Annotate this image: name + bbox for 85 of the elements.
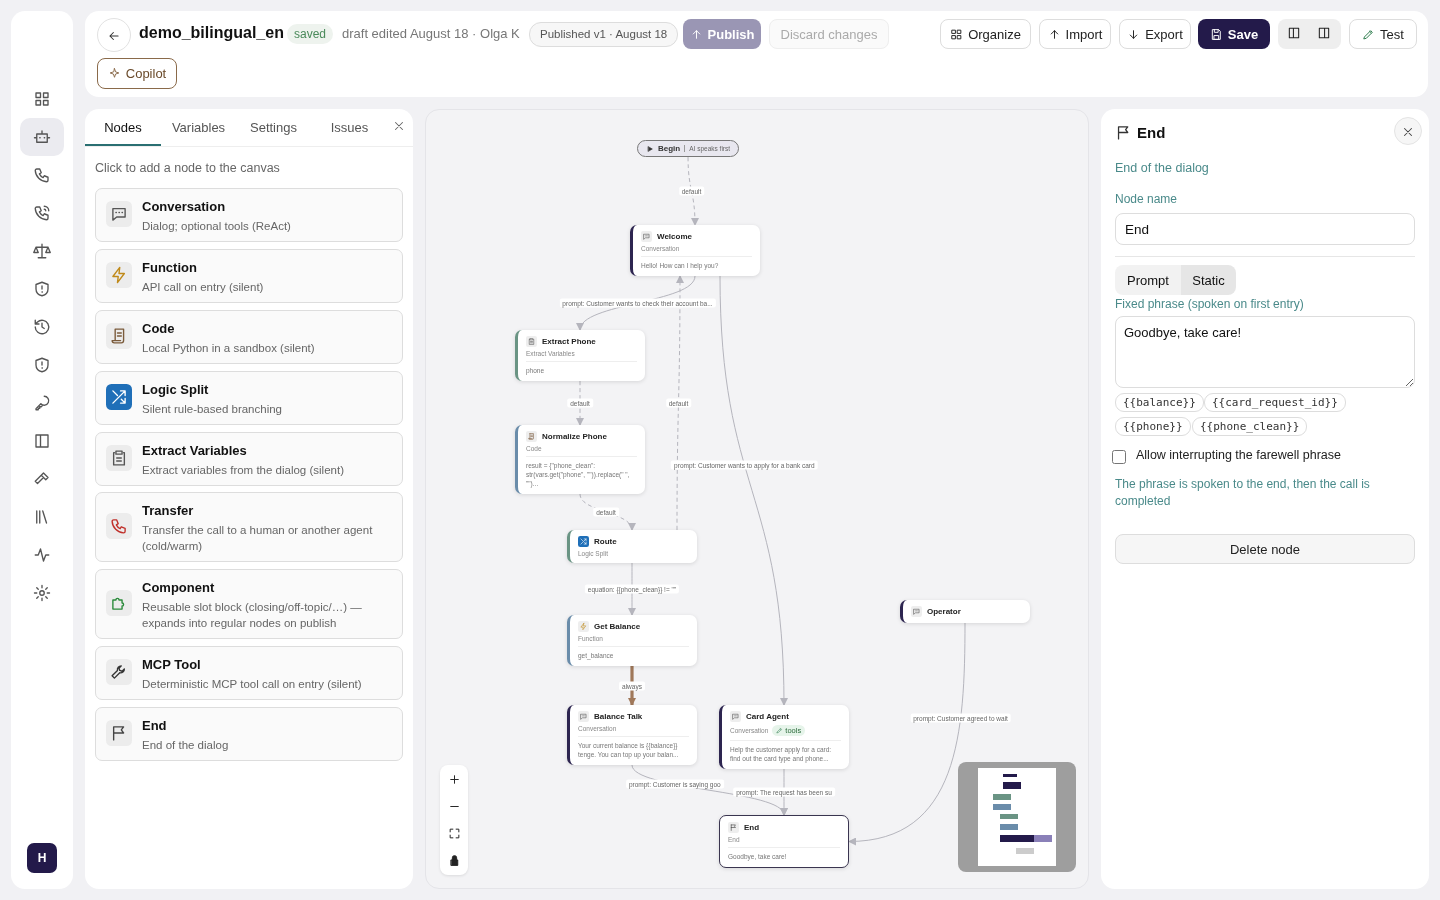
palette-card: [95, 310, 403, 364]
node-title: Route: [594, 537, 617, 546]
variable-chip: {{balance}}: [1115, 393, 1204, 412]
variable-chip: {{phone}}: [1115, 417, 1191, 436]
card-title: Conversation: [142, 199, 226, 214]
node-title: Normalize Phone: [542, 432, 607, 441]
static-tab: Static: [1181, 265, 1236, 295]
import-button: Import: [1039, 19, 1111, 49]
palette-card: [95, 492, 403, 562]
start-node-pill: [637, 140, 740, 157]
test-button: Test: [1349, 19, 1417, 49]
node-title: End: [744, 823, 760, 832]
card-title: Function: [142, 260, 197, 275]
flow-node-card: [515, 330, 645, 381]
version-tag: Published v1 · August 18: [529, 22, 679, 47]
node-title: Begin: [658, 144, 681, 153]
textarea-field: Goodbye, take care!: [1115, 316, 1415, 388]
card-description: API call on entry (silent): [142, 280, 265, 295]
flow-node-card: [567, 705, 697, 765]
copilot-button: Copilot: [97, 58, 177, 89]
card-description: Reusable slot block (closing/off-topic/…) — expands into regular nodes on publish: [142, 600, 363, 631]
card-description: Silent rule-based branching: [142, 402, 283, 417]
flow-node-card: [567, 615, 697, 666]
document-title: demo_bilingual_en: [139, 24, 284, 42]
flow-node-card: [567, 530, 697, 563]
save-button: Save: [1198, 19, 1270, 49]
palette-card: [95, 188, 403, 242]
card-description: Deterministic MCP tool call on entry (silent): [142, 677, 363, 692]
card-title: End: [142, 718, 167, 733]
card-title: Extract Variables: [142, 443, 247, 458]
dashed-arrow: [576, 380, 584, 426]
organize-button: Organize: [940, 19, 1031, 49]
delete-button: Delete node: [1115, 534, 1415, 564]
flow-node-card: [719, 705, 849, 769]
card-description: Transfer the call to a human or another agent (cold/warm): [142, 523, 374, 554]
discard-button: Discard changes: [769, 19, 889, 49]
node-title: Balance Talk: [594, 712, 643, 721]
user-avatar: H: [27, 843, 57, 873]
node-description: End of the dialog: [1115, 161, 1209, 175]
card-description: Local Python in a sandbox (silent): [142, 341, 316, 356]
export-button: Export: [1119, 19, 1191, 49]
node-title: Welcome: [657, 232, 692, 241]
flow-node-card: [515, 425, 645, 494]
palette-card: [95, 432, 403, 486]
node-title: Get Balance: [594, 622, 641, 631]
card-description: Dialog; optional tools (ReAct): [142, 219, 292, 234]
variables-tab: Variables: [161, 110, 236, 144]
palette-card: [95, 569, 403, 639]
issues-tab: Issues: [311, 110, 388, 144]
variable-chip: {{card_request_id}}: [1204, 393, 1346, 412]
variable-chip: {{phone_clean}}: [1192, 417, 1308, 436]
card-title: Code: [142, 321, 175, 336]
arrow: [719, 275, 788, 706]
flow-node-card: [900, 600, 1030, 623]
palette-card: [95, 249, 403, 303]
card-description: Extract variables from the dialog (silent): [142, 463, 345, 478]
nodes-tab: Nodes: [85, 110, 161, 144]
node-title: Extract Phone: [542, 337, 596, 346]
palette-card: [95, 646, 403, 700]
publish-button: Publish: [683, 19, 761, 49]
card-title: Logic Split: [142, 382, 209, 397]
node-title: Operator: [927, 607, 961, 616]
card-title: Transfer: [142, 503, 194, 518]
panel-title: End: [1137, 124, 1166, 141]
help-text: The phrase is spoken to the end, then the call is completed: [1115, 476, 1371, 510]
prompt-tab: Prompt: [1115, 265, 1181, 295]
status-tag: saved: [287, 24, 334, 44]
card-title: Component: [142, 580, 215, 595]
field-label: Node name: [1115, 192, 1178, 206]
dashed-arrow: [676, 275, 684, 531]
hint-text: Click to add a node to the canvas: [95, 161, 280, 175]
palette-card: [95, 371, 403, 425]
dashed-arrow: [687, 156, 699, 226]
card-title: MCP Tool: [142, 657, 201, 672]
field-label: Fixed phrase (spoken on first entry): [1115, 297, 1304, 311]
flow-node-card: [630, 225, 760, 276]
settings-tab: Settings: [236, 110, 311, 144]
edit-info-text: draft edited August 18 · Olga K: [342, 26, 520, 41]
arrow: [848, 622, 966, 845]
card-description: End of the dialog: [142, 738, 230, 753]
node-title: Card Agent: [746, 712, 789, 721]
palette-card: [95, 707, 403, 761]
checkbox-label: Allow interrupting the farewell phrase: [1136, 448, 1341, 462]
text-field: End: [1115, 213, 1415, 245]
flow-node-card: [719, 815, 849, 868]
